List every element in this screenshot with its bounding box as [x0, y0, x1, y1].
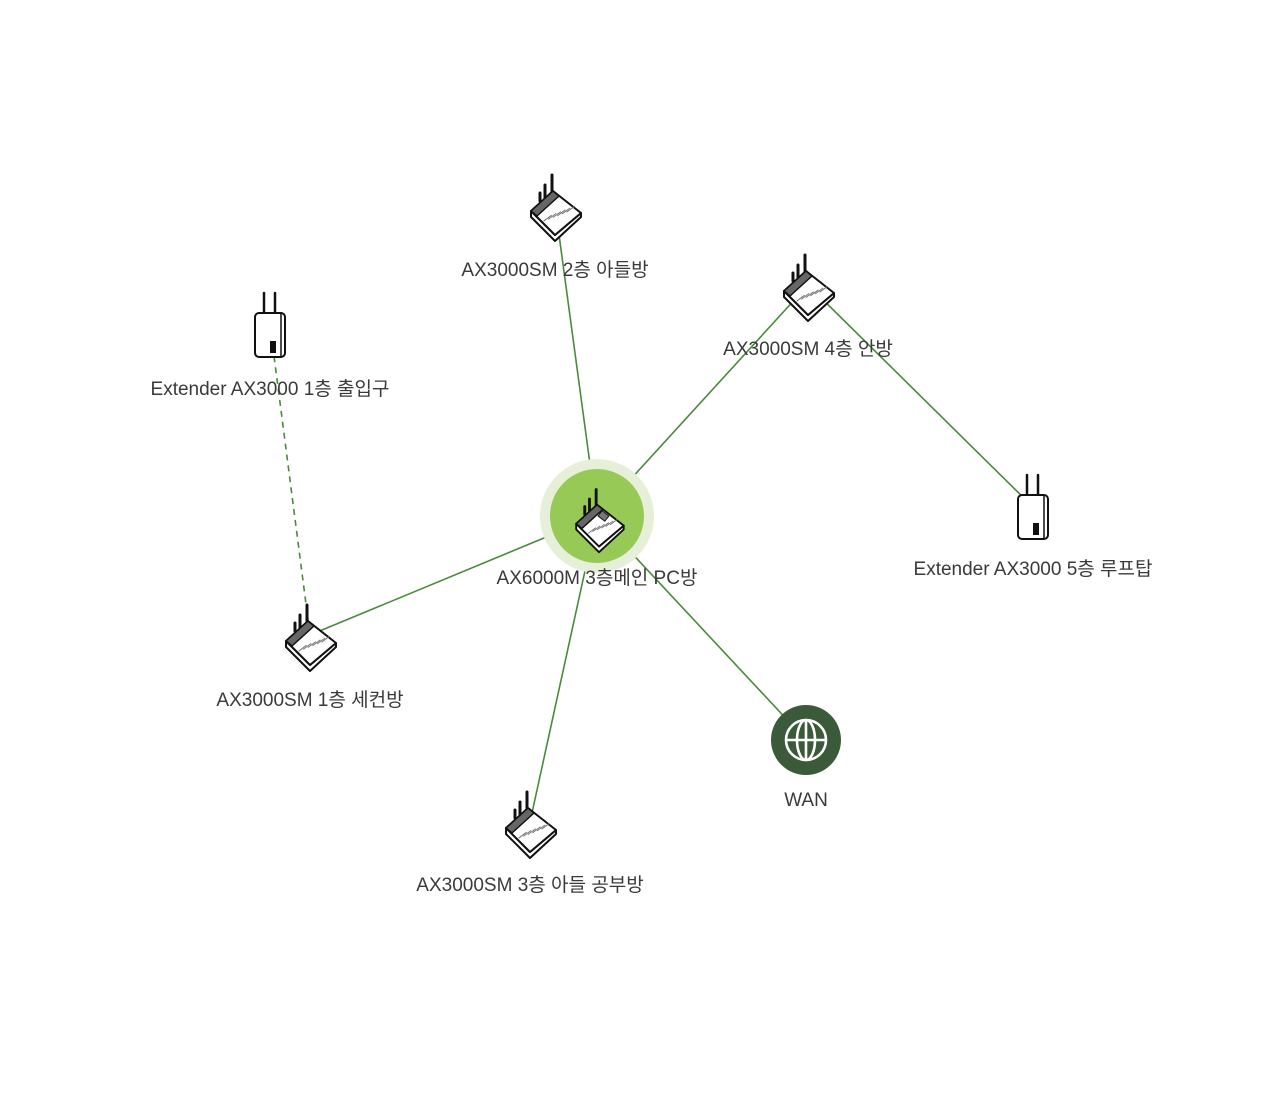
node-label-ext1: Extender AX3000 1층 출입구 [151, 378, 390, 400]
node-ax3[interactable] [505, 790, 557, 859]
router-icon [505, 790, 557, 859]
router-icon [575, 488, 625, 554]
extender-icon [1017, 473, 1049, 540]
node-ax1[interactable] [285, 603, 337, 672]
node-ext1[interactable] [254, 291, 286, 358]
nodes-layer: AX6000M 3층메인 PC방 AX3000SM 2층 아들방 AX3000SM … [151, 173, 1153, 896]
node-label-ax1: AX3000SM 1층 세컨방 [216, 689, 403, 711]
link-ax1-ext1 [269, 324, 311, 636]
node-label-main: AX6000M 3층메인 PC방 [497, 567, 698, 589]
node-ax2[interactable] [530, 173, 582, 242]
router-icon [285, 603, 337, 672]
node-label-ax3: AX3000SM 3층 아들 공부방 [416, 874, 643, 896]
node-label-ext5: Extender AX3000 5층 루프탑 [914, 558, 1153, 580]
node-main[interactable] [540, 459, 654, 573]
node-label-wan: WAN [784, 790, 828, 811]
globe-icon [784, 718, 828, 762]
node-label-ax4: AX3000SM 4층 안방 [723, 338, 893, 360]
node-ax4[interactable] [783, 253, 835, 322]
node-ext5[interactable] [1017, 473, 1049, 540]
link-ax4-ext5 [807, 284, 1034, 508]
node-wan[interactable] [771, 705, 841, 775]
router-icon [783, 253, 835, 322]
router-icon [530, 173, 582, 242]
extender-icon [254, 291, 286, 358]
node-label-ax2: AX3000SM 2층 아들방 [461, 259, 648, 281]
